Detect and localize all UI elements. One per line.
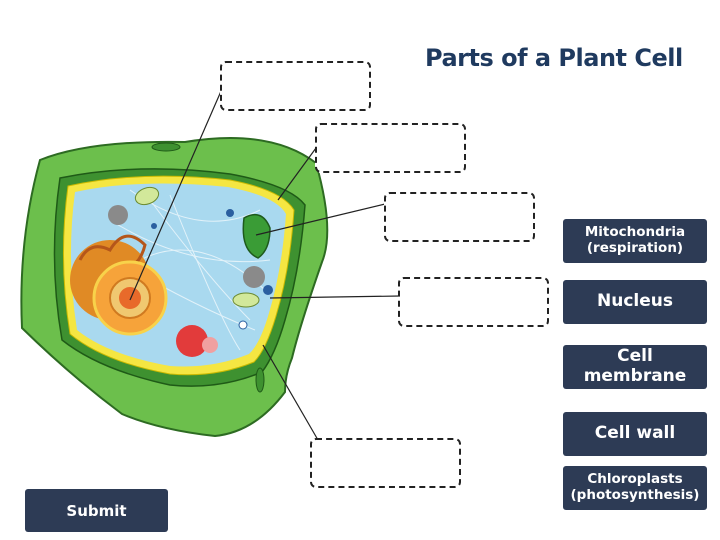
drop-zone-1[interactable] — [220, 61, 371, 111]
label-mitochondria-line2: (respiration) — [586, 240, 684, 256]
label-chloroplasts-line1: Chloroplasts — [587, 471, 683, 488]
label-chloroplasts[interactable]: Chloroplasts (photosynthesis) — [563, 466, 707, 510]
drop-zone-2[interactable] — [315, 123, 466, 173]
nucleolus-shape — [119, 287, 141, 309]
label-cell-membrane[interactable]: Cell membrane — [563, 345, 707, 389]
drop-zone-3[interactable] — [384, 192, 535, 242]
label-cell-wall-text: Cell wall — [594, 423, 676, 444]
label-nucleus[interactable]: Nucleus — [563, 280, 707, 324]
label-cell-membrane-text: Cell membrane — [583, 346, 687, 386]
drop-zone-5[interactable] — [310, 438, 461, 488]
label-mitochondria-line1: Mitochondria — [584, 224, 686, 241]
label-nucleus-text: Nucleus — [597, 291, 673, 312]
page-title: Parts of a Plant Cell — [425, 44, 683, 72]
label-cell-wall[interactable]: Cell wall — [563, 412, 707, 456]
mitochondria-shape — [134, 186, 160, 206]
label-mitochondria[interactable]: Mitochondria (respiration) — [563, 219, 707, 263]
chloroplast-shape — [242, 213, 271, 259]
label-chloroplasts-line2: (photosynthesis) — [570, 487, 700, 503]
submit-button[interactable]: Submit — [25, 489, 168, 532]
drop-zone-4[interactable] — [398, 277, 549, 327]
